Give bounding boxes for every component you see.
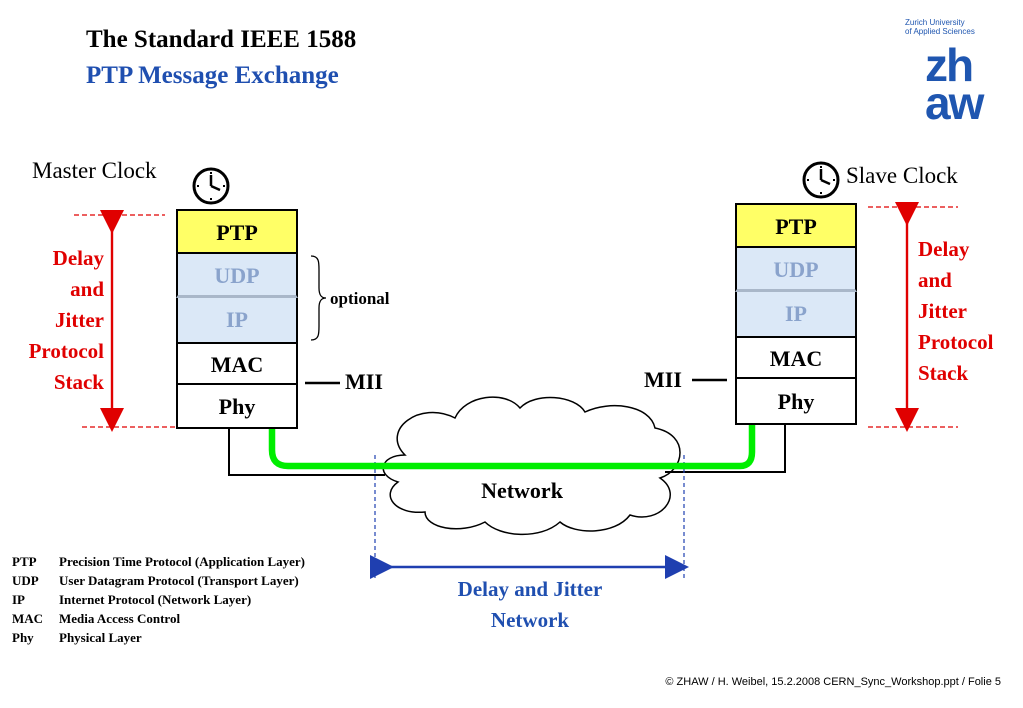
- master-udp-layer: UDP: [176, 254, 298, 298]
- logo-mark-top: zh: [925, 39, 974, 91]
- zhaw-logo: zh aw: [925, 39, 1005, 129]
- glossary-row: MAC Media Access Control: [12, 609, 305, 628]
- network-delay-line-2: Network: [490, 608, 570, 632]
- master-ptp-layer: PTP: [176, 209, 298, 254]
- optional-label: optional: [330, 289, 390, 308]
- glossary-desc: Media Access Control: [59, 611, 181, 626]
- network-label: Network: [481, 478, 563, 503]
- glossary-abbr: PTP: [12, 554, 37, 569]
- glossary-abbr: Phy: [12, 630, 34, 645]
- glossary-abbr: MAC: [12, 611, 44, 626]
- delay-left-line-5: Stack: [53, 370, 104, 394]
- delay-right-label: Delay and Jitter Protocol Stack: [918, 234, 1018, 389]
- master-clock-label: Master Clock: [32, 158, 157, 183]
- slave-ptp-layer: PTP: [735, 203, 857, 248]
- glossary-desc: Physical Layer: [59, 630, 142, 645]
- delay-right-line-3: Jitter: [918, 299, 967, 323]
- page-title: The Standard IEEE 1588: [86, 26, 357, 53]
- delay-right-line-1: Delay: [918, 237, 970, 261]
- slave-mac-layer: MAC: [735, 336, 857, 379]
- footer-text: © ZHAW / H. Weibel, 15.2.2008 CERN_Sync_…: [665, 676, 1001, 688]
- delay-right-line-2: and: [918, 268, 952, 292]
- glossary-abbr: IP: [12, 592, 25, 607]
- master-ip-layer: IP: [176, 298, 298, 342]
- slave-clock-label: Slave Clock: [846, 163, 958, 188]
- glossary-row: Phy Physical Layer: [12, 628, 305, 647]
- delay-right-line-5: Stack: [918, 361, 969, 385]
- institution-line-2: of Applied Sciences: [905, 27, 975, 36]
- mii-left-label: MII: [345, 369, 383, 394]
- institution-line-1: Zurich University: [905, 18, 965, 27]
- delay-left-line-4: Protocol: [28, 339, 104, 363]
- master-phy-layer: Phy: [176, 385, 298, 429]
- glossary-desc: Internet Protocol (Network Layer): [59, 592, 252, 607]
- network-delay-label: Delay and Jitter Network: [410, 574, 650, 636]
- ptp-message-path: [268, 222, 756, 470]
- institution-name: Zurich University of Applied Sciences: [905, 18, 995, 36]
- clock-icon: [802, 161, 840, 199]
- delay-left-label: Delay and Jitter Protocol Stack: [6, 243, 104, 398]
- delay-left-line-3: Jitter: [55, 308, 104, 332]
- slave-phy-layer: Phy: [735, 379, 857, 425]
- glossary-row: PTP Precision Time Protocol (Application …: [12, 552, 305, 571]
- master-mac-layer: MAC: [176, 342, 298, 385]
- optional-brace: [310, 255, 327, 341]
- glossary-abbr: UDP: [12, 573, 39, 588]
- mii-right-label: MII: [644, 367, 682, 392]
- page-subtitle: PTP Message Exchange: [86, 62, 339, 89]
- glossary: PTP Precision Time Protocol (Application …: [12, 552, 305, 647]
- slave-udp-layer: UDP: [735, 248, 857, 292]
- slave-ip-layer: IP: [735, 292, 857, 336]
- network-delay-line-1: Delay and Jitter: [457, 577, 603, 601]
- delay-right-line-4: Protocol: [918, 330, 994, 354]
- delay-left-line-1: Delay: [52, 246, 104, 270]
- slave-wire: [665, 425, 786, 473]
- delay-left-line-2: and: [70, 277, 104, 301]
- glossary-row: UDP User Datagram Protocol (Transport Lay…: [12, 571, 305, 590]
- master-wire: [228, 428, 385, 476]
- clock-icon: [192, 167, 230, 205]
- glossary-row: IP Internet Protocol (Network Layer): [12, 590, 305, 609]
- glossary-desc: Precision Time Protocol (Application Lay…: [59, 554, 306, 569]
- glossary-desc: User Datagram Protocol (Transport Layer): [59, 573, 299, 588]
- logo-mark-bottom: aw: [925, 77, 984, 129]
